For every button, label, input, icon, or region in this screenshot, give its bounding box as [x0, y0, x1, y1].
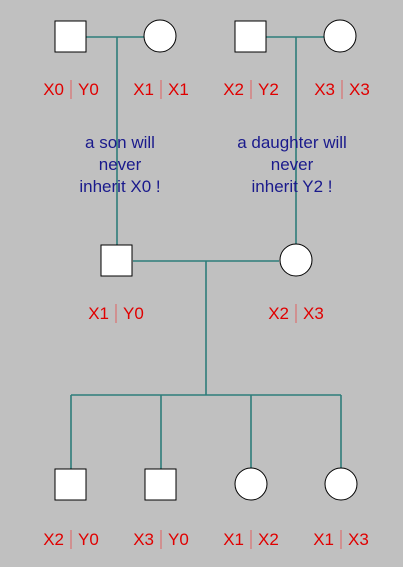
allele: X1	[133, 80, 154, 99]
allele: X1	[168, 80, 189, 99]
male-square-g2	[100, 244, 133, 277]
note-line: inherit X0 !	[79, 177, 160, 196]
genotype-g1-pair2-female: X3 X3	[314, 80, 370, 99]
allele: Y2	[258, 80, 279, 99]
allele: Y0	[78, 530, 99, 549]
genotype-g1-pair2-male: X2 Y2	[223, 80, 279, 99]
note-line: a son will	[85, 133, 155, 152]
genotype-g3-child2: X3 Y0	[133, 530, 189, 549]
allele: X2	[258, 530, 279, 549]
note-line: never	[271, 155, 314, 174]
allele: X1	[88, 304, 109, 323]
female-circle-g3-child3	[234, 467, 268, 501]
genotype-g3-child4: X1 X3	[313, 530, 369, 549]
genotype-g1-pair1-male: X0 Y0	[43, 80, 99, 99]
allele: Y0	[168, 530, 189, 549]
female-circle-g2	[279, 243, 313, 277]
note-line: never	[99, 155, 142, 174]
female-circle-g3-child4	[324, 467, 358, 501]
pedigree-lines	[70, 36, 342, 469]
allele: X2	[268, 304, 289, 323]
male-square-g1-pair2	[234, 20, 267, 53]
note-left: a son will never inherit X0 !	[79, 133, 160, 196]
allele: X3	[314, 80, 335, 99]
note-line: inherit Y2 !	[252, 177, 333, 196]
genotype-g3-child3: X1 X2	[223, 530, 279, 549]
allele: X3	[303, 304, 324, 323]
female-circle-g1-pair2	[323, 19, 357, 53]
genotype-g1-pair1-female: X1 X1	[133, 80, 189, 99]
allele: X3	[348, 530, 369, 549]
male-square-g1-pair1	[54, 20, 87, 53]
genotype-g3-child1: X2 Y0	[43, 530, 99, 549]
note-right: a daughter will never inherit Y2 !	[237, 133, 347, 196]
allele: X2	[43, 530, 64, 549]
allele: X1	[313, 530, 334, 549]
allele: Y0	[78, 80, 99, 99]
male-square-g3-child2	[144, 468, 177, 501]
allele: X1	[223, 530, 244, 549]
allele: X2	[223, 80, 244, 99]
allele: Y0	[123, 304, 144, 323]
genotype-g2-son: X1 Y0	[88, 304, 144, 323]
genotype-g2-daughter: X2 X3	[268, 304, 324, 323]
allele: X3	[133, 530, 154, 549]
female-circle-g1-pair1	[143, 19, 177, 53]
male-square-g3-child1	[54, 468, 87, 501]
note-line: a daughter will	[237, 133, 347, 152]
allele: X0	[43, 80, 64, 99]
allele: X3	[349, 80, 370, 99]
